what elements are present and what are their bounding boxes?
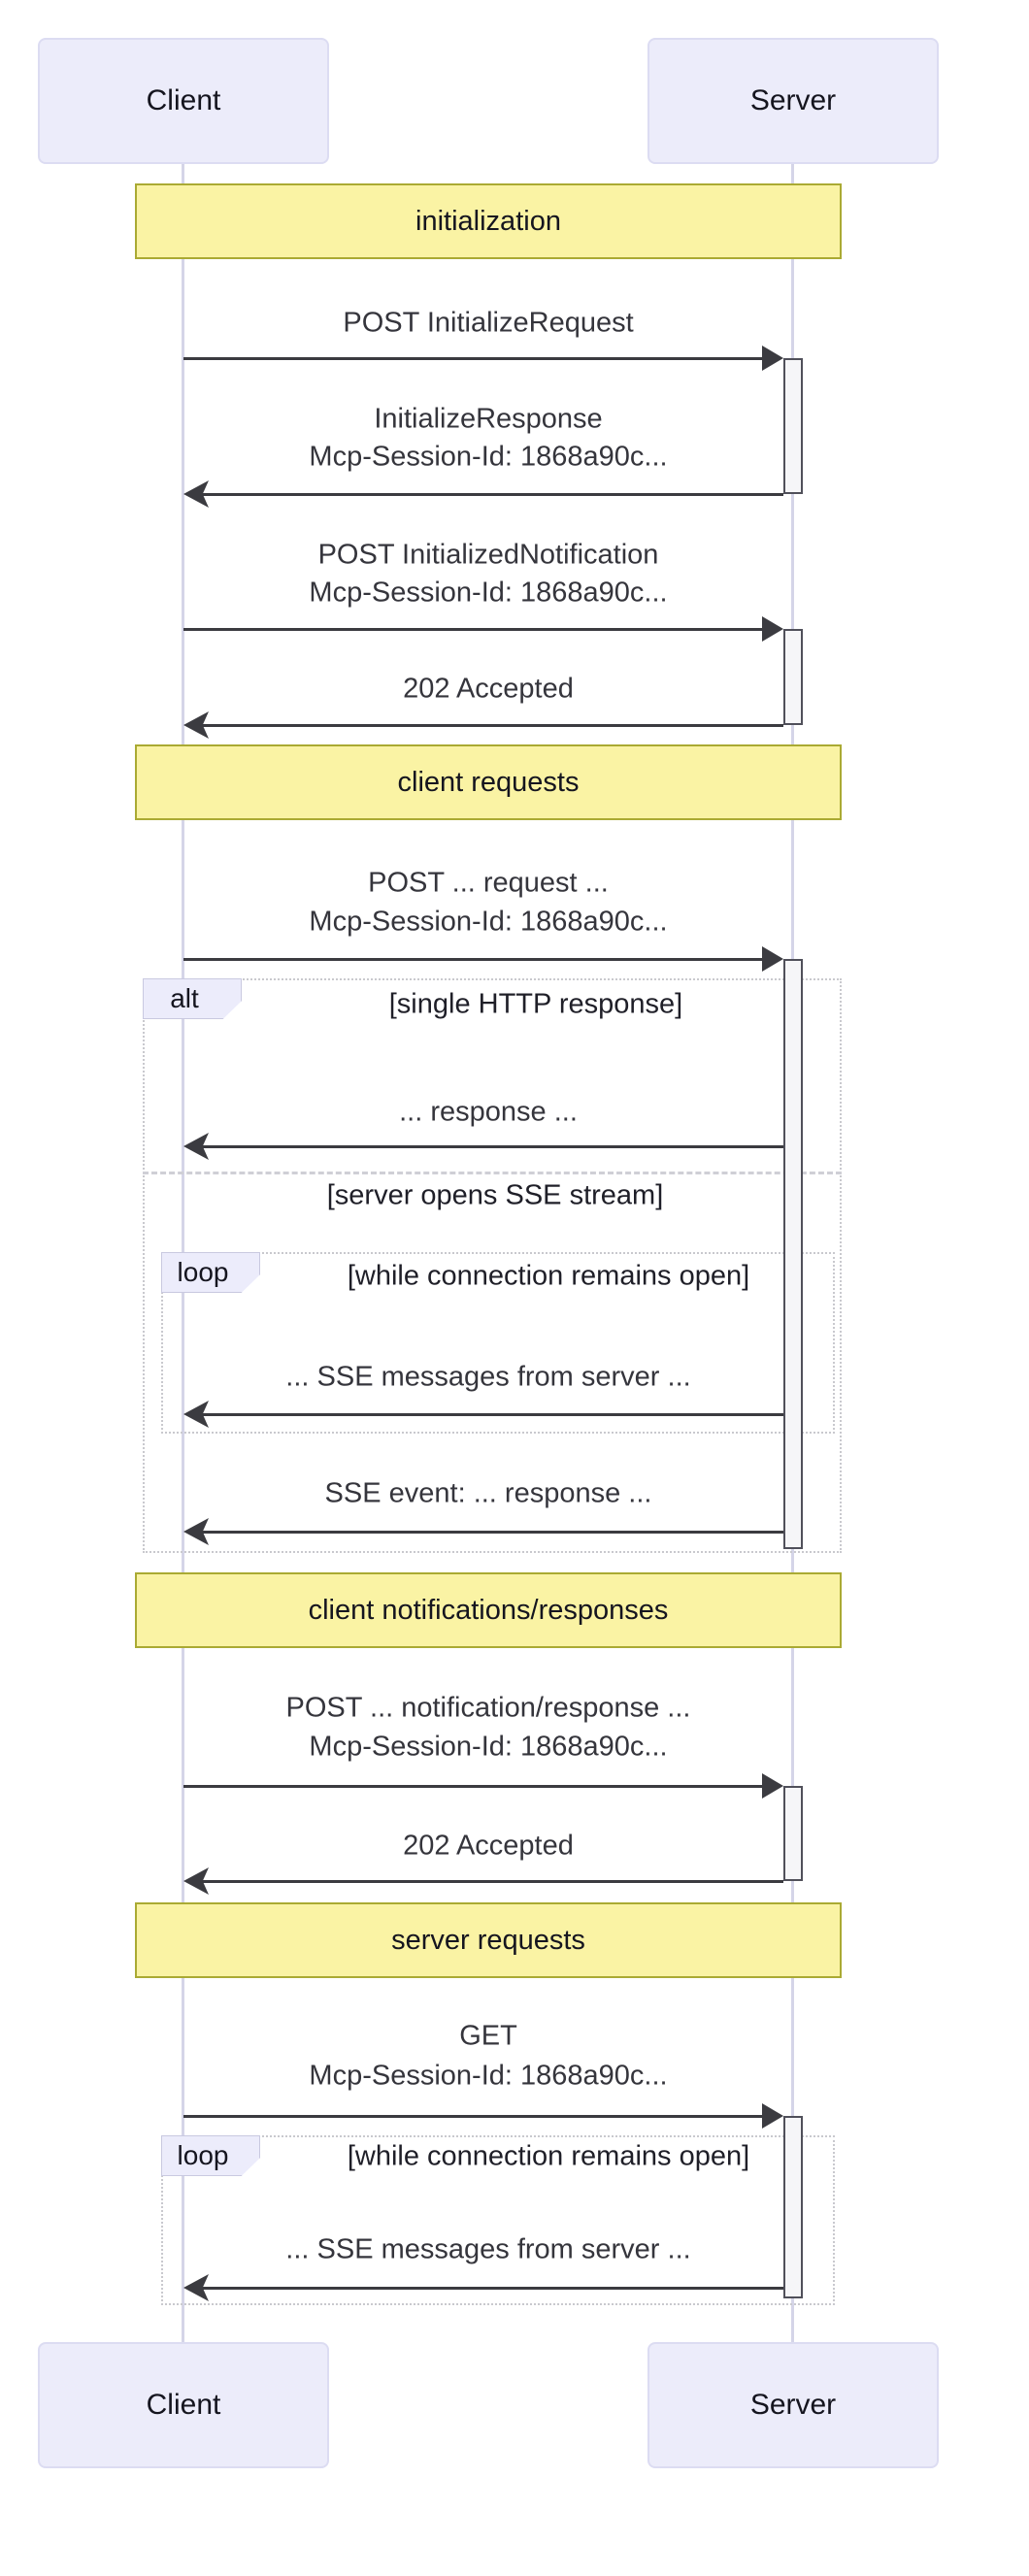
arrow-line xyxy=(183,357,766,360)
arrowhead-right-icon xyxy=(762,2103,783,2129)
message-label: Mcp-Session-Id: 1868a90c... xyxy=(309,2060,668,2092)
message-label: 202 Accepted xyxy=(403,673,574,705)
message-label: Mcp-Session-Id: 1868a90c... xyxy=(309,906,668,938)
loop-frame-sse xyxy=(161,1252,835,1434)
message-label: SSE event: ... response ... xyxy=(324,1477,652,1509)
activation-bar xyxy=(783,1786,803,1881)
arrow-line xyxy=(201,1880,783,1883)
actor-client-top: Client xyxy=(38,38,329,164)
activation-bar xyxy=(783,629,803,725)
arrowhead-right-icon xyxy=(762,946,783,972)
message-label: POST InitializedNotification xyxy=(317,539,659,571)
arrow-line xyxy=(201,493,783,496)
loop-frame-get xyxy=(161,2135,835,2305)
message-label: Mcp-Session-Id: 1868a90c... xyxy=(309,1731,668,1763)
alt-label: alt xyxy=(143,978,242,1019)
message-label: POST InitializeRequest xyxy=(343,307,634,339)
alt-guard-sse-stream: [server opens SSE stream] xyxy=(326,1179,664,1211)
loop-get-guard: [while connection remains open] xyxy=(347,2140,750,2172)
arrow-line xyxy=(201,1145,783,1148)
message-label: GET xyxy=(459,2020,517,2052)
arrow-line xyxy=(183,628,766,631)
arrowhead-right-icon xyxy=(762,346,783,371)
message-label: ... response ... xyxy=(399,1096,578,1128)
loop-sse-label: loop xyxy=(161,1252,260,1293)
message-label: 202 Accepted xyxy=(403,1830,574,1862)
actor-server-top: Server xyxy=(647,38,939,164)
arrow-line xyxy=(201,724,783,727)
activation-bar xyxy=(783,358,803,494)
activation-bar xyxy=(783,959,803,1549)
loop-get-label: loop xyxy=(161,2135,260,2176)
message-label: ... SSE messages from server ... xyxy=(285,1361,691,1393)
arrow-line xyxy=(183,1785,766,1788)
alt-guard-single-response: [single HTTP response] xyxy=(388,988,683,1020)
message-label: POST ... notification/response ... xyxy=(285,1692,691,1724)
actor-server-bottom: Server xyxy=(647,2342,939,2468)
section-band-client-requests: client requests xyxy=(135,744,842,820)
message-label: InitializeResponse xyxy=(374,403,603,435)
arrow-line xyxy=(183,958,766,961)
arrow-line xyxy=(201,1413,783,1416)
actor-client-bottom: Client xyxy=(38,2342,329,2468)
arrow-line xyxy=(183,2115,766,2118)
message-label: POST ... request ... xyxy=(368,867,609,899)
arrow-line xyxy=(201,2287,783,2290)
section-band-server-requests: server requests xyxy=(135,1902,842,1978)
activation-bar xyxy=(783,2116,803,2298)
message-label: Mcp-Session-Id: 1868a90c... xyxy=(309,577,668,609)
alt-else-divider xyxy=(143,1172,842,1174)
section-band-client-notifications: client notifications/responses xyxy=(135,1572,842,1648)
loop-sse-guard: [while connection remains open] xyxy=(347,1260,750,1292)
message-label: Mcp-Session-Id: 1868a90c... xyxy=(309,441,668,473)
arrowhead-right-icon xyxy=(762,1773,783,1799)
arrow-line xyxy=(201,1531,783,1534)
message-label: ... SSE messages from server ... xyxy=(285,2233,691,2265)
arrowhead-right-icon xyxy=(762,616,783,642)
section-band-initialization: initialization xyxy=(135,183,842,259)
alt-frame xyxy=(143,978,842,1553)
